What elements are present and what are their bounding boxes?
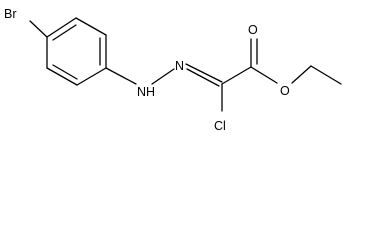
ring-bond [75,17,107,36]
n-c-double-bond [185,63,223,83]
bromine-label: Br [4,7,17,21]
ring-double-bond [52,64,78,80]
hydrazone-n-label: N [175,59,184,73]
structure-svg: Br NH N Cl O O [4,7,342,133]
ring-bond [76,67,107,86]
amine-nh-label: NH [137,85,155,99]
c-carbonyl-bond [221,66,252,85]
ring-nh-bond [105,67,137,85]
ring-bond [46,67,78,86]
ethyl-bond [291,65,312,84]
benzene-ring [46,17,107,86]
ester-o-label: O [280,84,290,98]
nh-n-bond [151,68,175,85]
ring-bond [46,17,77,38]
ring-double-bond [52,24,77,41]
chlorine-label: Cl [214,119,226,133]
n-c-double-bond [186,68,220,87]
ethyl-bond [310,65,342,85]
ester-bond [250,66,278,84]
molecule-diagram: Br NH N Cl O O [4,7,342,133]
carbonyl-o-label: O [248,23,258,37]
bromine-bond [29,20,48,38]
